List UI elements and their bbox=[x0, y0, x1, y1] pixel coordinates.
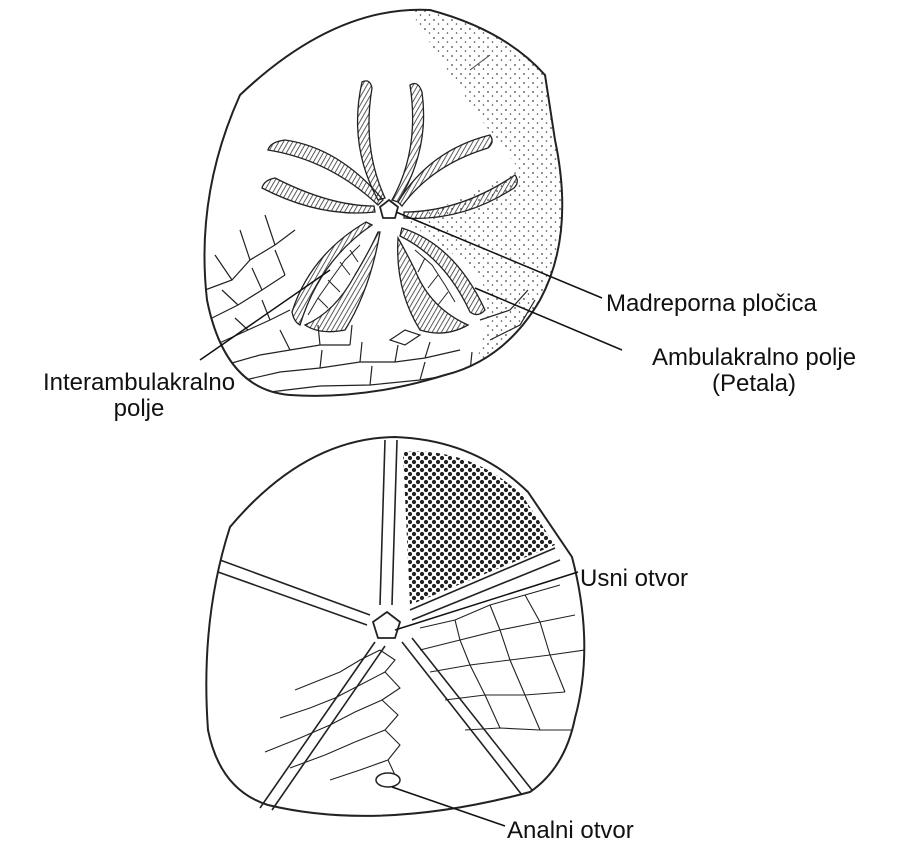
label-interambulakralno-polje: Interambulakralno polje bbox=[14, 370, 264, 422]
label-interambulakralno-line1: Interambulakralno bbox=[14, 370, 264, 396]
dense-dotted-sector bbox=[403, 452, 555, 605]
label-analni-otvor: Analni otvor bbox=[507, 818, 634, 844]
label-ambulakralno-line1: Ambulakralno polje bbox=[626, 345, 882, 371]
oral-leader-lines bbox=[392, 572, 578, 826]
mouth-opening bbox=[373, 612, 400, 638]
aboral-view bbox=[200, 10, 622, 396]
anal-opening bbox=[376, 773, 400, 787]
label-madreporna-plocica: Madreporna pločica bbox=[606, 291, 817, 317]
oral-view bbox=[206, 437, 585, 826]
label-ambulakralno-polje: Ambulakralno polje (Petala) bbox=[626, 345, 882, 397]
madreporite bbox=[380, 200, 398, 218]
label-ambulakralno-line2: (Petala) bbox=[626, 371, 882, 397]
label-usni-otvor: Usni otvor bbox=[580, 566, 688, 592]
label-interambulakralno-line2: polje bbox=[14, 396, 264, 422]
